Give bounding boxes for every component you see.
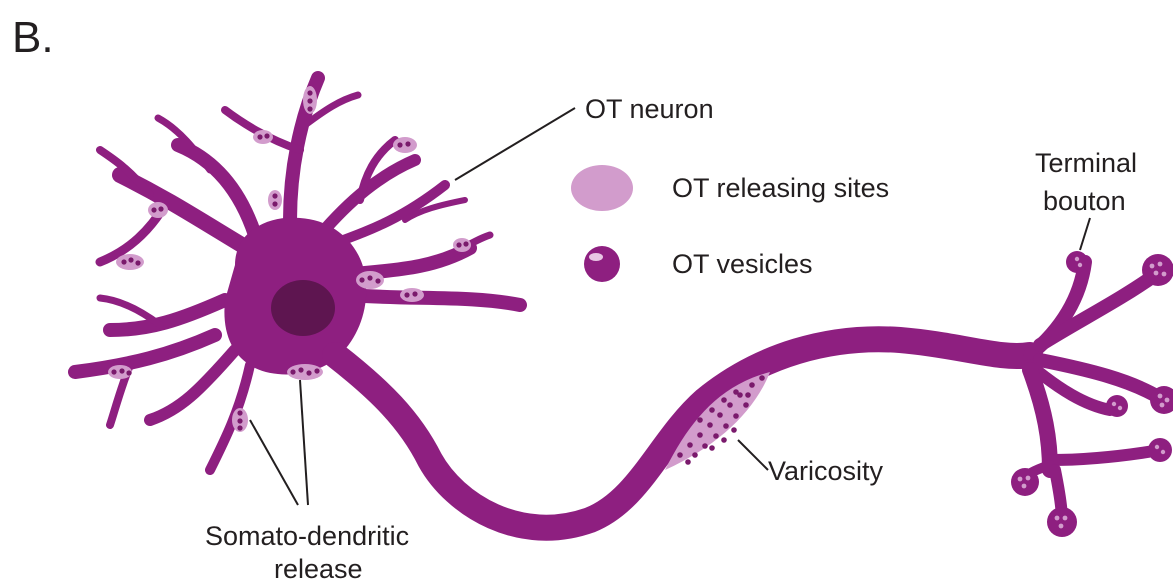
label-varicosity: Varicosity (768, 456, 884, 486)
leader-ot-neuron (455, 108, 575, 180)
panel-label: B. (12, 13, 54, 62)
leader-somato-2 (300, 380, 308, 505)
leader-somato-1 (250, 420, 298, 505)
label-terminal-bouton-2: bouton (1043, 186, 1126, 216)
nucleus (271, 280, 335, 336)
release-sites (108, 86, 770, 470)
axon (335, 339, 1030, 527)
legend-label-releasing-sites: OT releasing sites (672, 173, 889, 203)
vesicle-swatch (584, 246, 620, 282)
releasing-site-swatch (571, 165, 633, 211)
label-somato-dendritic-2: release (274, 554, 363, 584)
legend-label-vesicles: OT vesicles (672, 249, 813, 279)
label-somato-dendritic-1: Somato-dendritic (205, 521, 409, 551)
ot-neuron (75, 78, 1173, 537)
axon-terminals (1022, 262, 1160, 520)
leader-terminal-bouton (1080, 218, 1090, 250)
label-ot-neuron: OT neuron (585, 94, 714, 124)
leader-varicosity (738, 440, 768, 470)
legend: OT releasing sites OT vesicles (571, 165, 889, 282)
label-terminal-bouton-1: Terminal (1035, 148, 1137, 178)
